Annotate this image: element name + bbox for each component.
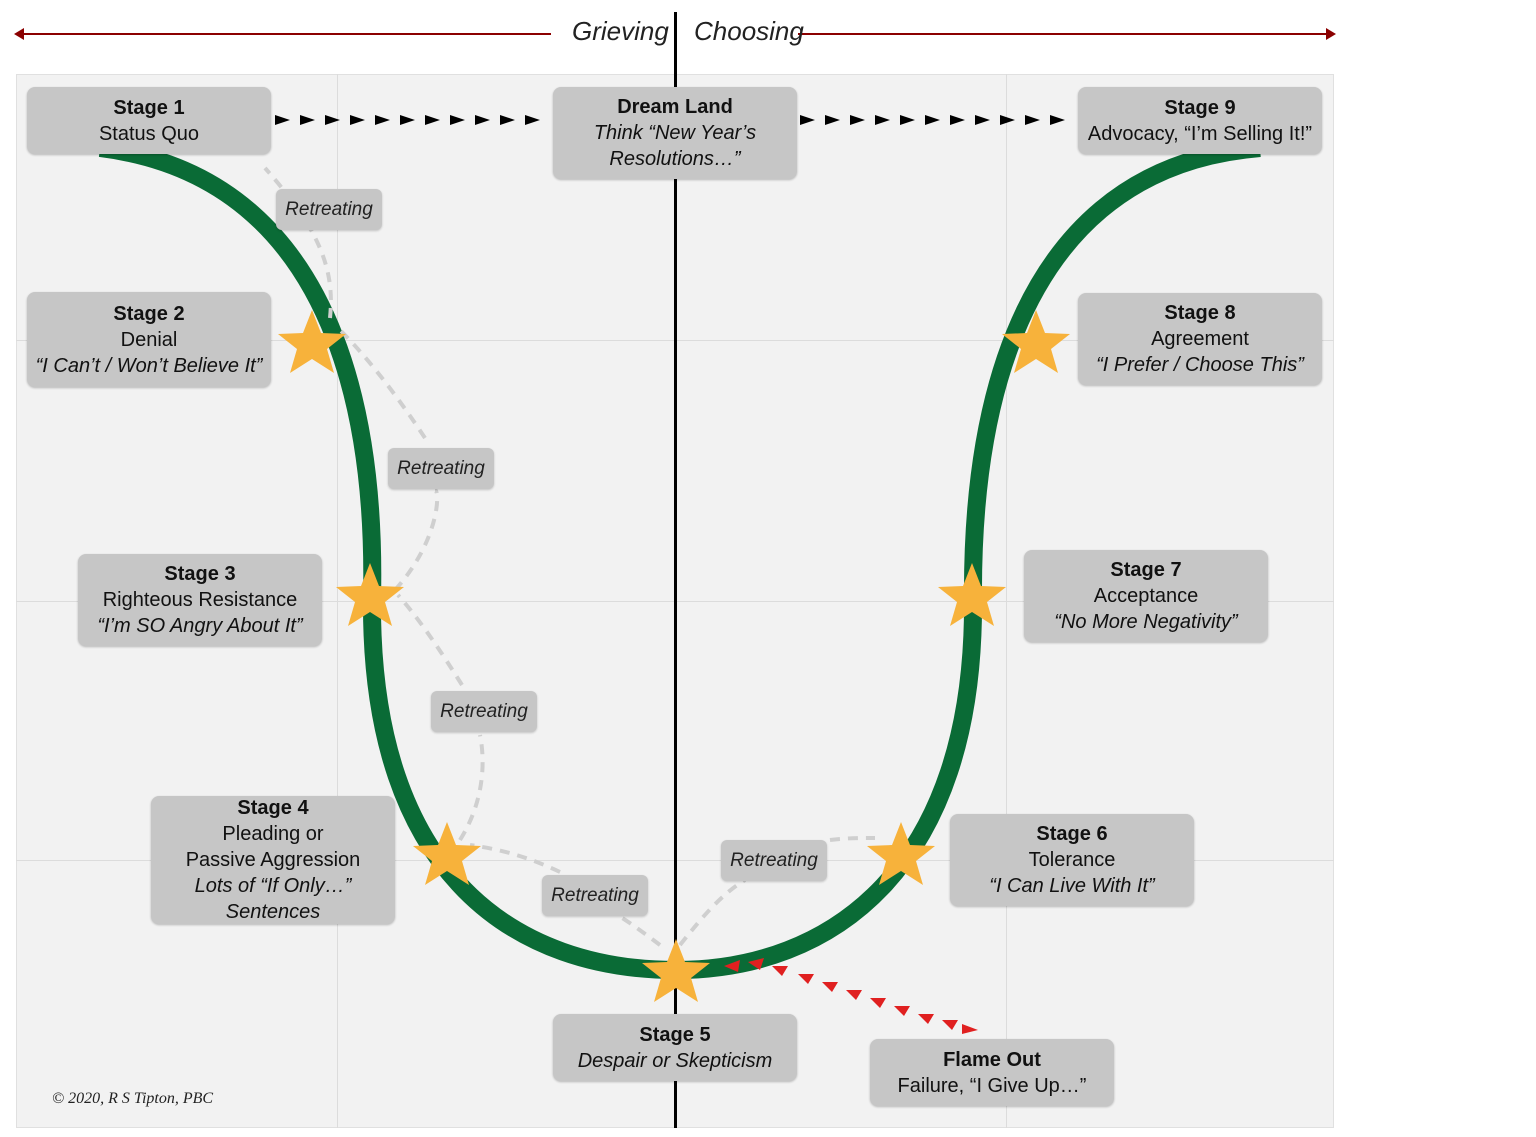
stage-9-box: Stage 9 Advocacy, “I’m Selling It!” xyxy=(1078,87,1322,154)
star-icon xyxy=(938,563,1006,626)
stage-2-title: Stage 2 xyxy=(113,302,185,325)
choosing-arrow xyxy=(798,28,1336,40)
stage-1-desc: Status Quo xyxy=(98,122,200,145)
flame-out-title: Flame Out xyxy=(943,1048,1041,1071)
stage-5-box: Stage 5 Despair or Skepticism xyxy=(553,1014,797,1081)
stage-8-box: Stage 8 Agreement “I Prefer / Choose Thi… xyxy=(1078,293,1322,385)
retreating-label: Retreating xyxy=(388,448,494,489)
star-icon xyxy=(1002,310,1070,373)
stage-8-title: Stage 8 xyxy=(1164,302,1236,324)
stage-6-desc: Tolerance xyxy=(1028,849,1116,871)
stage-5-desc: Despair or Skepticism xyxy=(577,1049,773,1072)
flame-out-box: Flame Out Failure, “I Give Up…” xyxy=(870,1039,1114,1106)
stage-3-box: Stage 3 Righteous Resistance “I’m SO Ang… xyxy=(78,554,322,646)
star-icon xyxy=(336,563,404,626)
dream-land-box: Dream Land Think “New Year’s Resolutions… xyxy=(553,87,797,179)
retreat-paths xyxy=(263,166,876,947)
star-icon xyxy=(867,822,935,885)
grieving-arrow xyxy=(14,28,551,40)
stage-1-box: Stage 1 Status Quo xyxy=(27,87,271,154)
stage-4-desc-1: Pleading or xyxy=(222,823,324,845)
retreating-label: Retreating xyxy=(276,189,382,230)
stage-stars xyxy=(278,310,1070,1002)
grieving-label: Grieving xyxy=(572,16,669,46)
stage-4-title: Stage 4 xyxy=(237,797,309,819)
stage-4-box: Stage 4 Pleading or Passive Aggression L… xyxy=(151,796,395,924)
stage-7-title: Stage 7 xyxy=(1110,559,1182,581)
stage-8-desc: Agreement xyxy=(1151,328,1249,350)
center-divider xyxy=(674,12,677,1128)
copyright-notice: © 2020, R S Tipton, PBC xyxy=(52,1090,214,1107)
top-arrows-left xyxy=(275,115,540,125)
dream-land-line1: Think “New Year’s xyxy=(593,122,757,144)
stage-3-desc: Righteous Resistance xyxy=(102,589,298,611)
stage-3-quote: “I’m SO Angry About It” xyxy=(97,615,303,637)
stage-8-quote: “I Prefer / Choose This” xyxy=(1096,354,1304,376)
stage-6-quote: “I Can Live With It” xyxy=(989,875,1155,897)
star-icon xyxy=(278,310,346,373)
stage-7-desc: Acceptance xyxy=(1093,585,1199,607)
stage-1-title: Stage 1 xyxy=(113,96,185,119)
retreating-label: Retreating xyxy=(431,691,537,732)
flame-out-desc: Failure, “I Give Up…” xyxy=(897,1074,1087,1097)
stage-2-desc: Denial xyxy=(120,328,178,351)
stage-5-title: Stage 5 xyxy=(639,1023,711,1046)
stage-7-quote: “No More Negativity” xyxy=(1054,611,1238,633)
dream-land-line2: Resolutions…” xyxy=(609,148,741,170)
stage-4-quote: Lots of “If Only…” Sentences xyxy=(194,875,352,923)
stage-6-title: Stage 6 xyxy=(1036,823,1108,845)
stage-3-title: Stage 3 xyxy=(164,563,236,585)
stage-9-title: Stage 9 xyxy=(1164,96,1236,119)
stage-4-desc-2: Passive Aggression xyxy=(185,849,361,871)
top-arrows-right xyxy=(800,115,1065,125)
stage-2-quote: “I Can’t / Won’t Believe It” xyxy=(35,354,263,377)
choosing-label: Choosing xyxy=(694,16,804,46)
retreating-label: Retreating xyxy=(721,840,827,881)
stage-6-box: Stage 6 Tolerance “I Can Live With It” xyxy=(950,814,1194,906)
stage-7-box: Stage 7 Acceptance “No More Negativity” xyxy=(1024,550,1268,642)
stage-2-box: Stage 2 Denial “I Can’t / Won’t Believe … xyxy=(27,292,271,387)
flame-out-arrows xyxy=(724,958,978,1034)
retreating-label: Retreating xyxy=(542,875,648,916)
stage-9-desc: Advocacy, “I’m Selling It!” xyxy=(1087,122,1313,145)
star-icon xyxy=(642,939,710,1002)
dream-land-title: Dream Land xyxy=(617,96,733,118)
star-icon xyxy=(413,822,481,885)
